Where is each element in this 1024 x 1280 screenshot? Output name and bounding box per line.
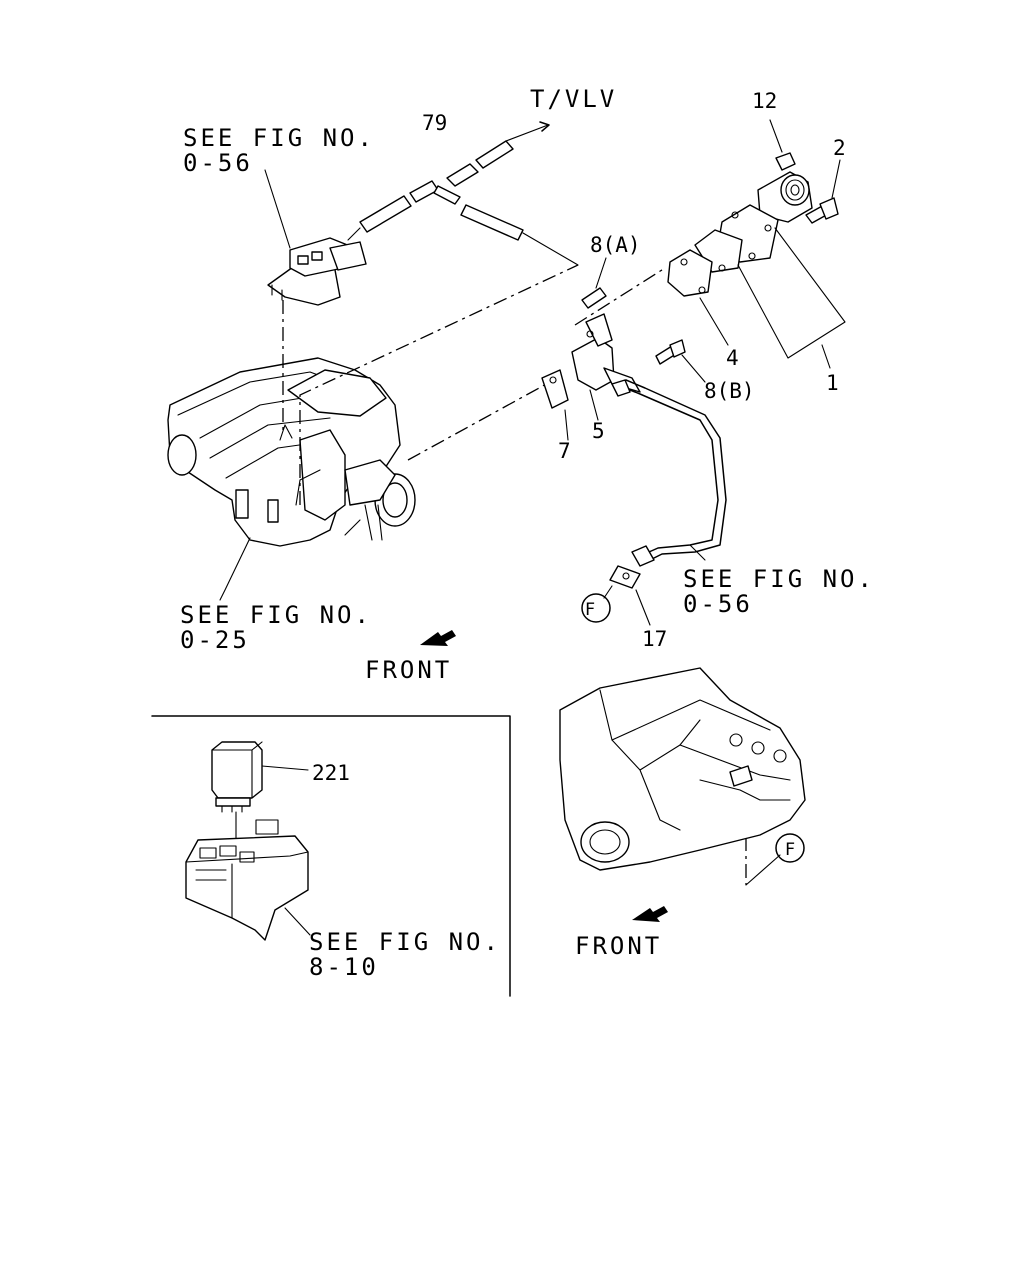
part-8b-label: 8(B)	[704, 379, 755, 403]
front-arrow-icon	[420, 630, 456, 646]
ref-810-line2: 8-10	[309, 953, 379, 981]
part-2-label: 2	[833, 136, 846, 160]
f-marker-label-1: F	[585, 600, 595, 620]
intake-manifold	[167, 357, 416, 601]
part-5-label: 5	[592, 419, 605, 443]
part-17-label: 17	[642, 627, 667, 651]
relay-221	[211, 741, 309, 849]
part-8a-label: 8(A)	[590, 233, 641, 257]
actuator-assembly	[541, 119, 846, 626]
ref-056-b-line2: 0-56	[683, 590, 753, 618]
part-12-label: 12	[752, 89, 777, 113]
part-79-label: 79	[422, 111, 447, 135]
f-marker-label-2: F	[785, 840, 795, 860]
front-arrow-icon-2	[632, 906, 668, 922]
part-1-label: 1	[826, 371, 839, 395]
fuse-relay-box	[185, 819, 311, 941]
part-221-label: 221	[312, 761, 350, 785]
vacuum-hose-79	[347, 121, 579, 266]
relay-inset-frame	[151, 715, 511, 997]
ref-025-line2: 0-25	[180, 626, 250, 654]
ref-056-a-line2: 0-56	[183, 149, 253, 177]
tvlv-label: T/VLV	[530, 85, 617, 113]
solenoid-valve	[264, 169, 367, 306]
part-4-label: 4	[726, 346, 739, 370]
ref-025-line1: SEE FIG NO.	[180, 601, 372, 629]
engine-block	[559, 667, 806, 886]
f-marker-circle-1	[581, 593, 611, 623]
f-marker-circle-2	[775, 833, 805, 863]
part-7-label: 7	[558, 439, 571, 463]
front-label-2: FRONT	[575, 932, 662, 960]
ref-810-line1: SEE FIG NO.	[309, 928, 501, 956]
front-label-1: FRONT	[365, 656, 452, 684]
ref-056-b-line1: SEE FIG NO.	[683, 565, 875, 593]
ref-056-a-line1: SEE FIG NO.	[183, 124, 375, 152]
